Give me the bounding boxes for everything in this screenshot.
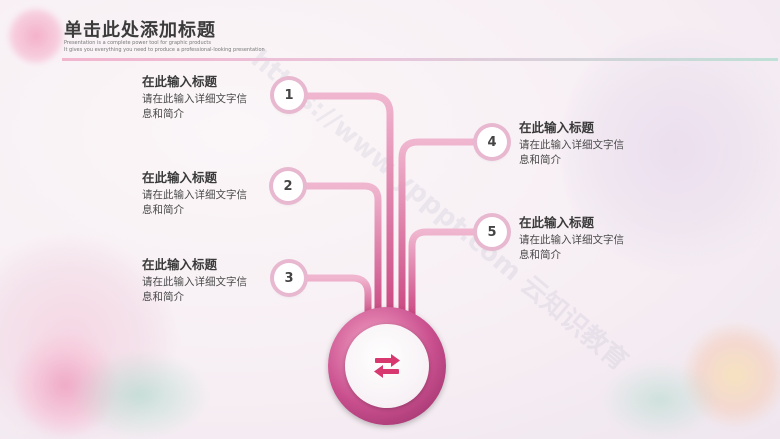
list-item: 在此输入标题 请在此输入详细文字信 息和简介: [142, 170, 292, 218]
item-title[interactable]: 在此输入标题: [519, 215, 595, 230]
connector-2: [300, 182, 382, 324]
item-desc-line: 息和简介: [519, 249, 561, 261]
connector-4: [398, 138, 482, 324]
hub-button[interactable]: [345, 324, 429, 408]
item-desc-line: 请在此输入详细文字信: [519, 139, 624, 151]
item-title[interactable]: 在此输入标题: [142, 170, 218, 185]
bg-leaves-left: [70, 350, 210, 439]
step-badge-2: 2: [273, 171, 303, 201]
step-badge-1: 1: [274, 80, 304, 110]
item-desc-line: 请在此输入详细文字信: [142, 276, 247, 288]
item-desc[interactable]: 请在此输入详细文字信 息和简介: [142, 92, 292, 122]
bg-flower-top-left: [6, 6, 66, 66]
step-badge-5: 5: [477, 217, 507, 247]
item-title[interactable]: 在此输入标题: [519, 120, 595, 135]
item-desc-line: 息和简介: [142, 204, 184, 216]
repeat-arrows-icon: [374, 354, 400, 378]
item-desc-line: 息和简介: [519, 154, 561, 166]
item-desc[interactable]: 请在此输入详细文字信 息和简介: [519, 138, 669, 168]
item-desc-line: 息和简介: [142, 108, 184, 120]
page-title[interactable]: 单击此处添加标题: [64, 20, 216, 41]
list-item: 在此输入标题 请在此输入详细文字信 息和简介: [142, 74, 292, 122]
item-desc[interactable]: 请在此输入详细文字信 息和简介: [142, 275, 292, 305]
item-desc-line: 请在此输入详细文字信: [142, 189, 247, 201]
item-title[interactable]: 在此输入标题: [142, 74, 218, 89]
item-desc[interactable]: 请在此输入详细文字信 息和简介: [519, 233, 669, 263]
list-item: 在此输入标题 请在此输入详细文字信 息和简介: [519, 215, 669, 263]
header-divider: [62, 58, 778, 61]
item-title[interactable]: 在此输入标题: [142, 257, 218, 272]
step-badge-3: 3: [274, 263, 304, 293]
connector-1: [300, 92, 394, 324]
item-desc[interactable]: 请在此输入详细文字信 息和简介: [142, 188, 292, 218]
bg-flower-right: [560, 20, 780, 280]
item-desc-line: 息和简介: [142, 291, 184, 303]
step-badge-4: 4: [477, 127, 507, 157]
bg-leaves-right: [600, 360, 720, 439]
connector-3: [300, 274, 372, 324]
item-desc-line: 请在此输入详细文字信: [519, 234, 624, 246]
item-desc-line: 请在此输入详细文字信: [142, 93, 247, 105]
subtitle-line-1: Presentation is a complete power tool fo…: [64, 40, 211, 46]
list-item: 在此输入标题 请在此输入详细文字信 息和简介: [519, 120, 669, 168]
subtitle-line-2: It gives you everything you need to prod…: [64, 47, 265, 53]
list-item: 在此输入标题 请在此输入详细文字信 息和简介: [142, 257, 292, 305]
connector-5: [408, 228, 482, 324]
